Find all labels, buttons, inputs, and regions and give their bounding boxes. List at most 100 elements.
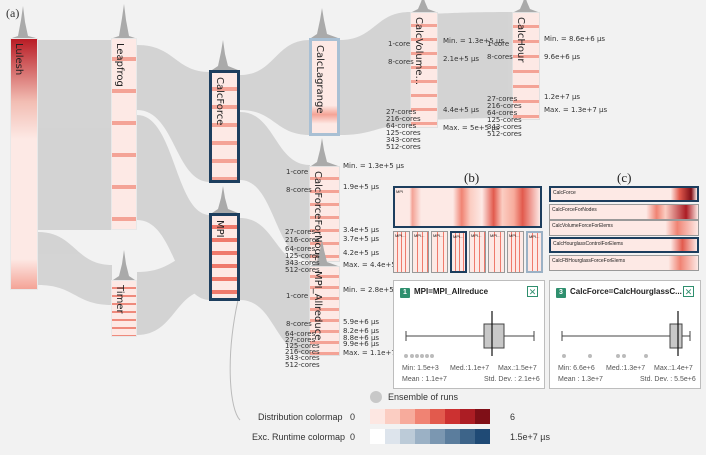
calc-bar[interactable]: CalcVolumeForceForElems [549,220,699,236]
colormap-swatch [475,429,490,444]
annot-cores: 216-cores [285,236,320,244]
annot-cores: 1-core [286,168,309,176]
colormap-swatch [445,429,460,444]
node-label: MPI [214,220,225,238]
runtime-colormap-label: Exc. Runtime colormap [252,432,346,442]
node-label: Timer [114,285,125,314]
annot-cores: 1-core [286,292,309,300]
stat-med: Med.:1.3e+7 [606,365,646,372]
annot-cores: 8-cores [388,58,414,66]
annot-cores: 64-cores [285,245,316,253]
annot-value: 2.1e+5 µs [443,55,480,63]
annot-cores: 216-cores [487,102,522,110]
mpi-heatmap-main[interactable]: MPI [393,186,542,228]
calc-bar[interactable]: CalcHourglassControlForElems [549,237,699,253]
annot-cores: 216-cores [285,348,320,356]
annot-cores: 1-core [388,40,411,48]
mpi-thumb[interactable]: MPI... [393,231,410,273]
node-label: MPI_Allreduce [312,271,323,341]
colormap-swatch [430,409,445,424]
stat-mean: Mean : 1.3e+7 [558,376,603,383]
node-label: CalcHour [515,17,526,63]
annot-cores: 64-cores [285,330,316,338]
node-label: Lulesh [13,43,24,76]
colormap-swatch [400,429,415,444]
calc-bar[interactable]: CalcFBHourglassForceForElems [549,255,699,271]
mpi-thumb[interactable]: MPI... [450,231,467,273]
colormap-swatch [385,409,400,424]
annot-value: 3.7e+5 µs [343,235,380,243]
annot-cores: 125-cores [285,342,320,350]
calc-bar[interactable]: CalcForce [549,186,699,202]
mpi-thumb[interactable]: MPI... [469,231,486,273]
annot-cores: 64-cores [386,122,417,130]
panel-a-label: (a) [6,6,20,20]
annot-cores: 8-cores [286,186,312,194]
mpi-thumb[interactable]: MPI... [507,231,524,273]
distribution-colormap [370,409,490,424]
calc-bar[interactable]: CalcForceForNodes [549,204,699,220]
node-timer[interactable]: Timer [111,280,137,337]
colormap-swatch [430,429,445,444]
annot-value: Min. = 1.3e+5 µs [443,37,505,45]
annot-cores: 216-cores [386,115,421,123]
colormap-swatch [400,409,415,424]
colormap-swatch [370,429,385,444]
node-calchour[interactable]: CalcHour [512,12,540,120]
annot-cores: 512-cores [487,130,522,138]
colormap-swatch [370,409,385,424]
stat-std: Std. Dev. : 2.1e+6 [484,376,540,383]
stat-min: Min: 1.5e+3 [402,365,439,372]
distribution-max: 6 [510,412,516,422]
node-label: CalcForce [214,77,225,126]
distribution-colormap-label: Distribution colormap [258,412,343,422]
node-calcforcefornodes[interactable]: CalcForceForNodes [309,166,340,262]
colormap-swatch [415,429,430,444]
mpi-thumb[interactable]: MPI... [488,231,505,273]
close-icon[interactable]: ✕ [683,286,694,297]
annot-value: 1.9e+5 µs [343,183,380,191]
annot-value: 8.8e+6 µs [343,334,380,342]
annot-cores: 343-cores [285,259,320,267]
node-mpi[interactable]: MPI [209,213,240,301]
annot-value: 9.6e+6 µs [544,53,581,61]
annot-cores: 64-cores [487,109,518,117]
annot-value: 3.4e+5 µs [343,226,380,234]
node-lulesh[interactable]: Lulesh [10,38,38,290]
ensemble-label: Ensemble of runs [388,392,459,402]
annot-cores: 125-cores [285,252,320,260]
annot-value: Min. = 8.6e+6 µs [544,35,606,43]
annot-value: Min. = 2.8e+5 µs [343,286,405,294]
annot-value: Max. = 1.3e+7 µs [544,106,608,114]
annot-cores: 27-cores [487,95,518,103]
annot-cores: 1-core [487,40,510,48]
close-icon[interactable]: ✕ [527,286,538,297]
annot-cores: 512-cores [285,361,320,369]
mpi-thumb[interactable]: MPI... [412,231,429,273]
node-label: Leapfrog [114,43,125,87]
annot-cores: 512-cores [386,143,421,151]
colormap-swatch [445,409,460,424]
annot-cores: 512-cores [285,266,320,274]
annot-cores: 8-cores [286,320,312,328]
node-mpi-allreduce[interactable]: MPI_Allreduce [309,266,340,356]
annot-cores: 125-cores [386,129,421,137]
card-badge: 1 [400,288,410,298]
runtime-min: 0 [350,432,356,442]
mpi-thumb[interactable]: MPI... [526,231,543,273]
node-calclagrange[interactable]: CalcLagrange [309,38,340,136]
distribution-min: 0 [350,412,356,422]
node-label: CalcVolume... [413,17,424,86]
node-leapfrog[interactable]: Leapfrog [111,38,137,230]
annot-value: 5.9e+6 µs [343,318,380,326]
colormap-swatch [460,429,475,444]
node-calcforce[interactable]: CalcForce [209,70,240,183]
annot-value: 9.9e+6 µs [343,340,380,348]
mpi-thumb[interactable]: MPI... [431,231,448,273]
node-calcvolume[interactable]: CalcVolume... [410,12,438,128]
